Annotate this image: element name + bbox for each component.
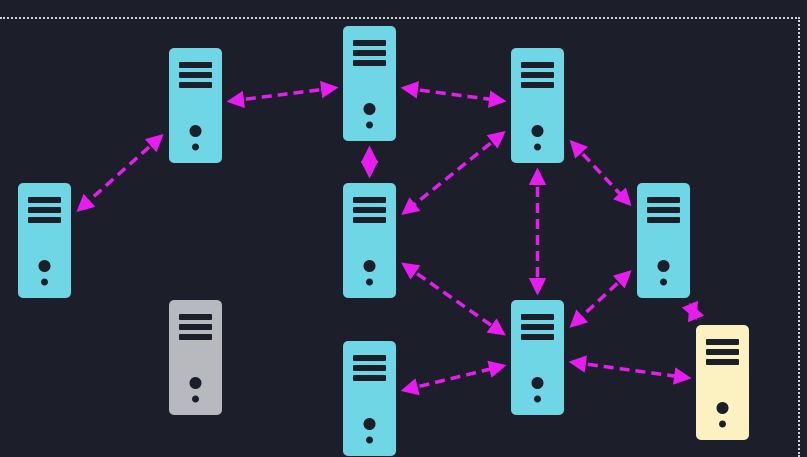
status-led-icon bbox=[366, 436, 373, 444]
connection-s6-s9 bbox=[569, 270, 632, 328]
connection-s5-s9 bbox=[401, 262, 506, 336]
status-led-icon bbox=[192, 143, 199, 151]
drive-bay-3 bbox=[647, 217, 680, 223]
drive-bay-1 bbox=[706, 339, 739, 345]
connections-layer bbox=[76, 80, 705, 396]
drive-bay-3 bbox=[706, 359, 739, 365]
drive-bay-2 bbox=[353, 50, 386, 56]
drive-bay-3 bbox=[179, 82, 212, 88]
drive-bay-1 bbox=[521, 314, 554, 320]
drive-bay-2 bbox=[353, 365, 386, 371]
server-s9-active[interactable] bbox=[511, 300, 564, 415]
status-led-icon bbox=[534, 395, 541, 403]
connection-s2-s3 bbox=[400, 81, 507, 108]
server-s10-highlight[interactable] bbox=[696, 325, 749, 440]
server-s6-active[interactable] bbox=[637, 183, 690, 298]
drive-bay-1 bbox=[28, 197, 61, 203]
server-s4-active[interactable] bbox=[18, 183, 71, 298]
connection-s3-s6 bbox=[569, 139, 632, 207]
server-s8-active[interactable] bbox=[343, 341, 396, 456]
connection-s8-s9 bbox=[400, 360, 507, 396]
drive-bay-2 bbox=[179, 72, 212, 78]
drive-bay-1 bbox=[353, 355, 386, 361]
drive-bay-3 bbox=[353, 375, 386, 381]
connection-s9-s10 bbox=[568, 355, 692, 385]
power-button-icon bbox=[657, 260, 670, 272]
drive-bay-1 bbox=[521, 62, 554, 68]
power-button-icon bbox=[531, 377, 544, 389]
drive-bay-2 bbox=[706, 349, 739, 355]
drive-bay-3 bbox=[179, 334, 212, 340]
power-button-icon bbox=[189, 377, 202, 389]
drive-bay-3 bbox=[353, 217, 386, 223]
drive-bay-1 bbox=[353, 40, 386, 46]
status-led-icon bbox=[192, 395, 199, 403]
server-s7-offline[interactable] bbox=[169, 300, 222, 415]
drive-bay-3 bbox=[521, 82, 554, 88]
drive-bay-3 bbox=[28, 217, 61, 223]
power-button-icon bbox=[531, 125, 544, 137]
servers-layer bbox=[18, 26, 749, 456]
drive-bay-2 bbox=[521, 72, 554, 78]
power-button-icon bbox=[363, 418, 376, 430]
server-s2-active[interactable] bbox=[343, 26, 396, 141]
status-led-icon bbox=[534, 143, 541, 151]
drive-bay-3 bbox=[521, 334, 554, 340]
power-button-icon bbox=[716, 402, 729, 414]
drive-bay-2 bbox=[521, 324, 554, 330]
dotted-frame-border bbox=[0, 17, 800, 457]
server-s5-active[interactable] bbox=[343, 183, 396, 298]
connection-s1-s2 bbox=[226, 80, 339, 109]
drive-bay-2 bbox=[353, 207, 386, 213]
status-led-icon bbox=[660, 278, 667, 286]
status-led-icon bbox=[366, 121, 373, 129]
drive-bay-2 bbox=[179, 324, 212, 330]
connection-s6-s10 bbox=[681, 300, 705, 323]
drive-bay-3 bbox=[353, 60, 386, 66]
drive-bay-2 bbox=[28, 207, 61, 213]
drive-bay-2 bbox=[647, 207, 680, 213]
power-button-icon bbox=[189, 125, 202, 137]
power-button-icon bbox=[38, 260, 51, 272]
drive-bay-1 bbox=[647, 197, 680, 203]
server-s3-active[interactable] bbox=[511, 48, 564, 163]
drive-bay-1 bbox=[179, 62, 212, 68]
power-button-icon bbox=[363, 103, 376, 115]
connection-s3-s5 bbox=[401, 131, 506, 215]
connection-s1-s4 bbox=[76, 134, 164, 212]
power-button-icon bbox=[363, 260, 376, 272]
status-led-icon bbox=[719, 420, 726, 428]
status-led-icon bbox=[366, 278, 373, 286]
drive-bay-1 bbox=[353, 197, 386, 203]
status-led-icon bbox=[41, 278, 48, 286]
server-s1-active[interactable] bbox=[169, 48, 222, 163]
drive-bay-1 bbox=[179, 314, 212, 320]
